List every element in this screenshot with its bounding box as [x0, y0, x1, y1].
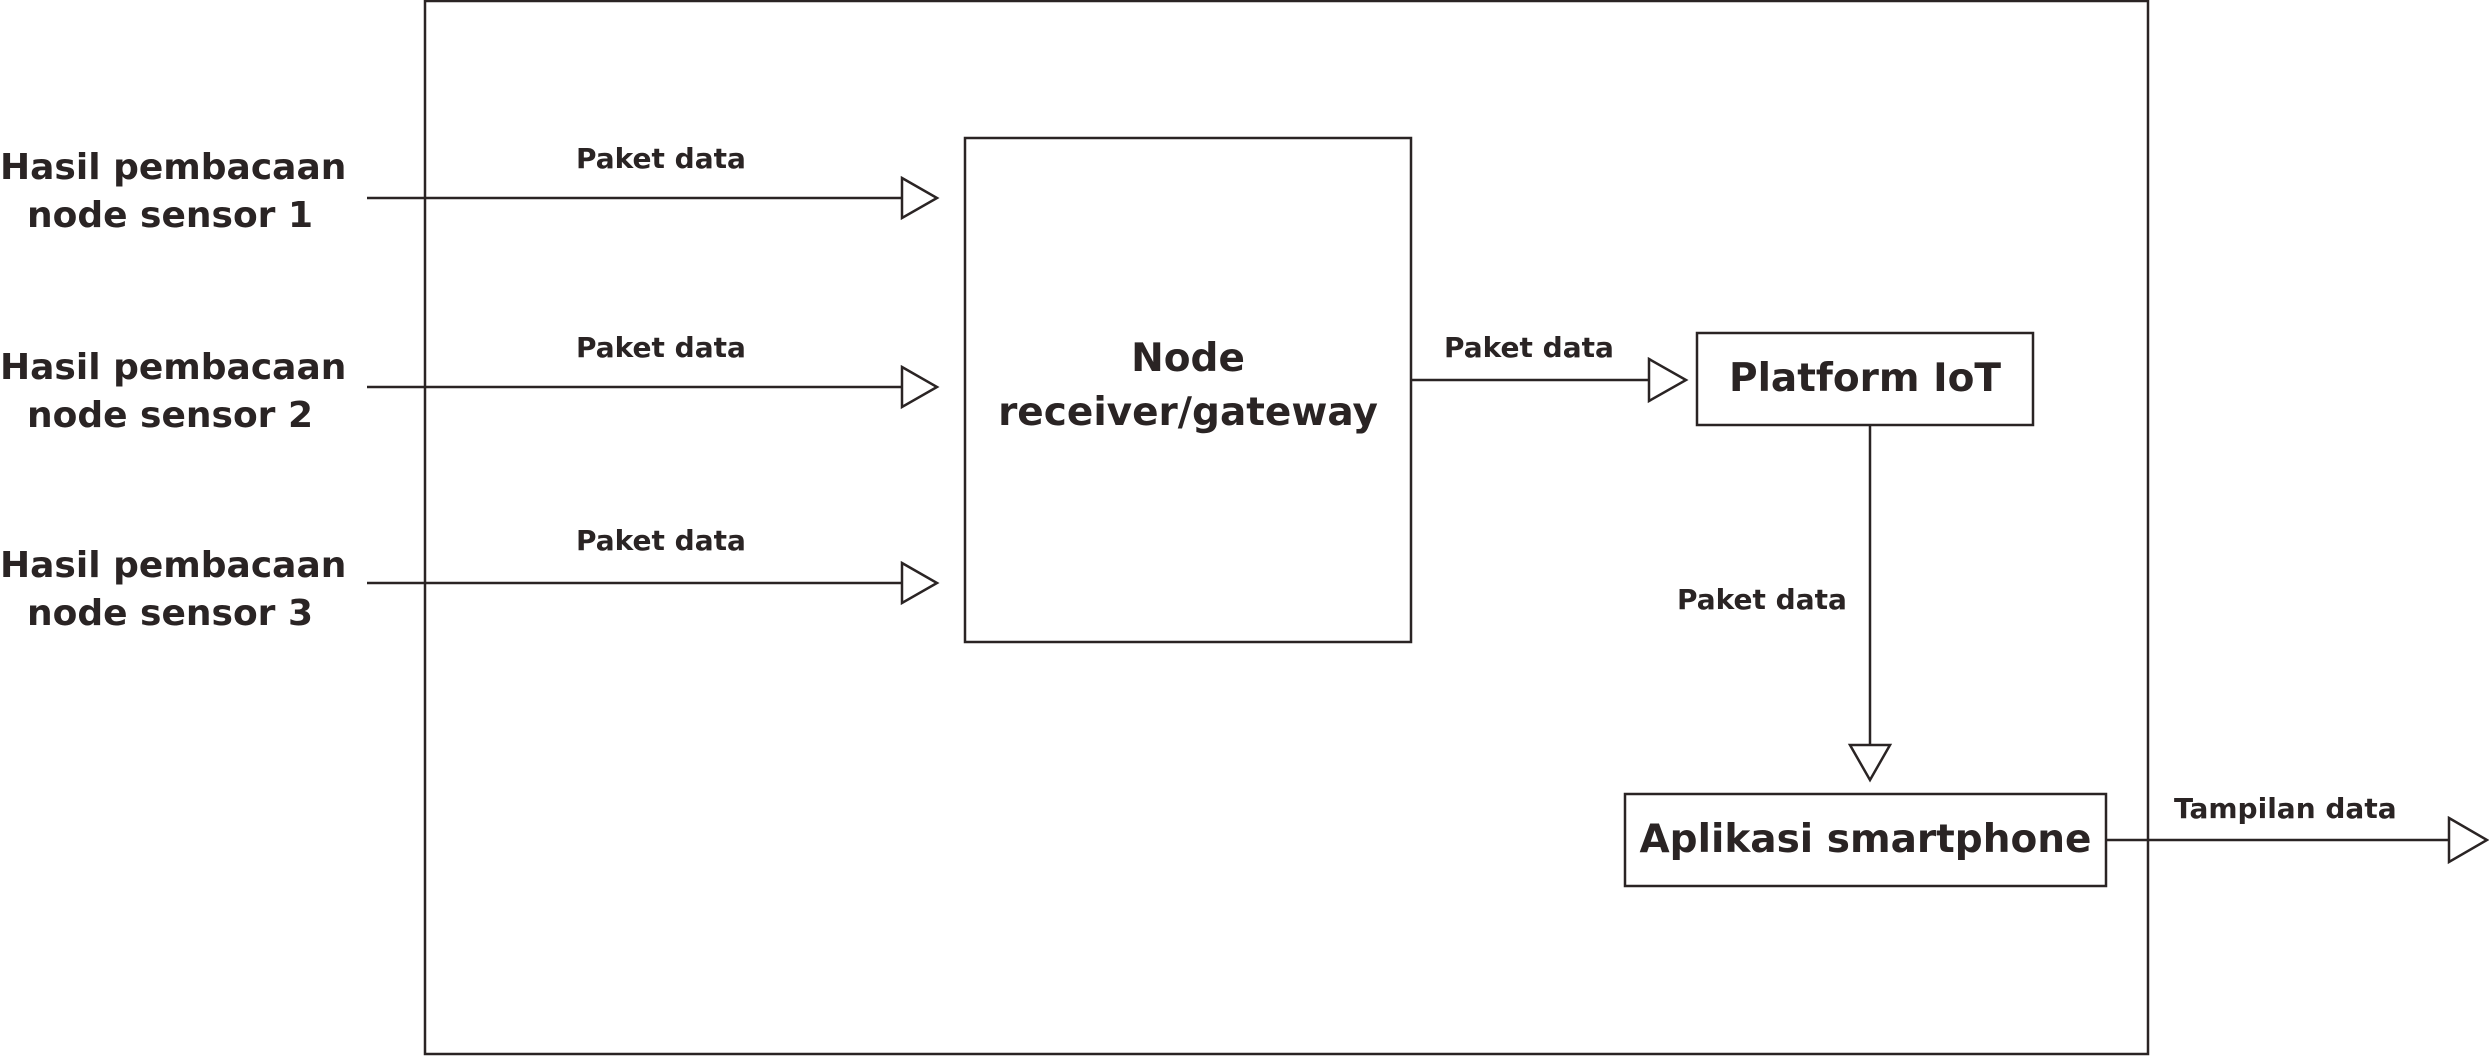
input-label-sensor3-line2: node sensor 3: [26, 593, 314, 634]
input-label-sensor1: Hasil pembacaan node sensor 1: [0, 144, 347, 240]
edge-label-sensor3: Paket data: [576, 524, 746, 557]
edge-label-app-output: Tampilan data: [2174, 792, 2397, 825]
edge-label-gateway-platform: Paket data: [1444, 331, 1614, 364]
input-label-sensor1-line2: node sensor 1: [26, 195, 314, 236]
input-label-sensor3: Hasil pembacaan node sensor 3: [0, 542, 347, 638]
input-label-sensor2: Hasil pembacaan node sensor 2: [0, 344, 347, 440]
gateway-label-line1: Node: [1131, 336, 1245, 381]
input-label-sensor2-line1: Hasil pembacaan: [0, 347, 347, 388]
arrow-sensor2: [367, 364, 940, 410]
edge-label-platform-app: Paket data: [1677, 583, 1847, 616]
gateway-box: [963, 136, 1413, 644]
app-label: Aplikasi smartphone: [1639, 817, 2092, 862]
arrow-platform-app: [1847, 425, 1893, 783]
arrow-sensor3: [367, 560, 940, 606]
input-label-sensor3-line1: Hasil pembacaan: [0, 545, 347, 586]
arrow-app-output: [2106, 815, 2489, 865]
platform-box: [1695, 331, 2035, 427]
edge-label-sensor2: Paket data: [576, 331, 746, 364]
arrow-sensor1: [367, 175, 940, 221]
gateway-label-line2: receiver/gateway: [998, 390, 1378, 435]
edge-label-sensor1: Paket data: [576, 142, 746, 175]
system-boundary: [423, 0, 2150, 1056]
input-label-sensor1-line1: Hasil pembacaan: [0, 147, 347, 188]
arrow-gateway-platform: [1411, 356, 1689, 404]
platform-label: Platform IoT: [1728, 356, 2002, 401]
input-label-sensor2-line2: node sensor 2: [26, 395, 314, 436]
gateway-label: Node receiver/gateway: [965, 332, 1411, 440]
